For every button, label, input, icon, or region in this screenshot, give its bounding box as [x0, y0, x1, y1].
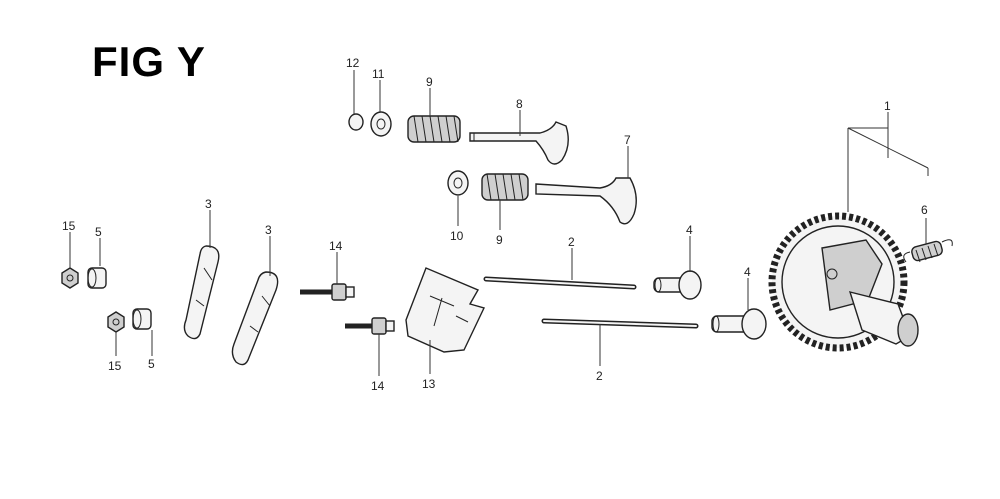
callout-10: 10	[450, 229, 464, 243]
part-8-valve	[469, 121, 569, 165]
callout-7: 7	[624, 133, 631, 147]
part-4-tappet-upper	[653, 270, 702, 300]
part-5-pivot-lower	[132, 308, 152, 330]
callout-3-left: 3	[205, 197, 212, 211]
part-7-valve	[535, 177, 637, 225]
part-9-valve-spring-lower	[481, 173, 529, 201]
part-10-spring-retainer	[447, 170, 469, 196]
callout-5-lower: 5	[148, 357, 155, 371]
part-13-guide-plate	[405, 267, 485, 353]
part-6-spring	[903, 239, 953, 263]
part-4-tappet-lower	[711, 308, 767, 340]
callout-4-upper: 4	[686, 223, 693, 237]
callout-15-upper: 15	[62, 219, 76, 233]
part-14-pivot-bolt-lower	[345, 317, 395, 335]
part-2-push-rod-upper	[483, 276, 637, 290]
callout-5-upper: 5	[95, 225, 102, 239]
callout-14-lower: 14	[371, 379, 385, 393]
callout-6: 6	[921, 203, 928, 217]
part-15-nut-upper	[61, 267, 79, 289]
callout-9-lower: 9	[496, 233, 503, 247]
figure-title: FIG Y	[92, 38, 206, 85]
callout-labels: 1 2 2 3 3 4 4 5 5 6 7 8 9 9 10 11 12 13 …	[62, 56, 928, 393]
part-12-valve-keeper	[348, 113, 364, 131]
callout-13: 13	[422, 377, 436, 391]
callout-8: 8	[516, 97, 523, 111]
part-1-camshaft-gear	[768, 212, 919, 352]
part-11-spring-retainer	[370, 111, 392, 137]
callout-9-upper: 9	[426, 75, 433, 89]
callout-3-right: 3	[265, 223, 272, 237]
part-3-rocker-arm-right	[231, 271, 279, 366]
callout-1: 1	[884, 99, 891, 113]
callout-12: 12	[346, 56, 360, 70]
callout-11: 11	[372, 67, 385, 81]
part-5-pivot-upper	[87, 267, 107, 289]
part-14-pivot-bolt-upper	[300, 283, 355, 301]
callout-14-upper: 14	[329, 239, 343, 253]
callout-15-lower: 15	[108, 359, 122, 373]
part-2-push-rod-lower	[541, 318, 699, 329]
callout-4-lower: 4	[744, 265, 751, 279]
part-9-valve-spring-upper	[407, 115, 461, 143]
part-15-nut-lower	[107, 311, 125, 333]
leader-lines	[69, 70, 929, 376]
callout-2-lower: 2	[596, 369, 603, 383]
part-3-rocker-arm-left	[183, 245, 220, 340]
callout-2-upper: 2	[568, 235, 575, 249]
